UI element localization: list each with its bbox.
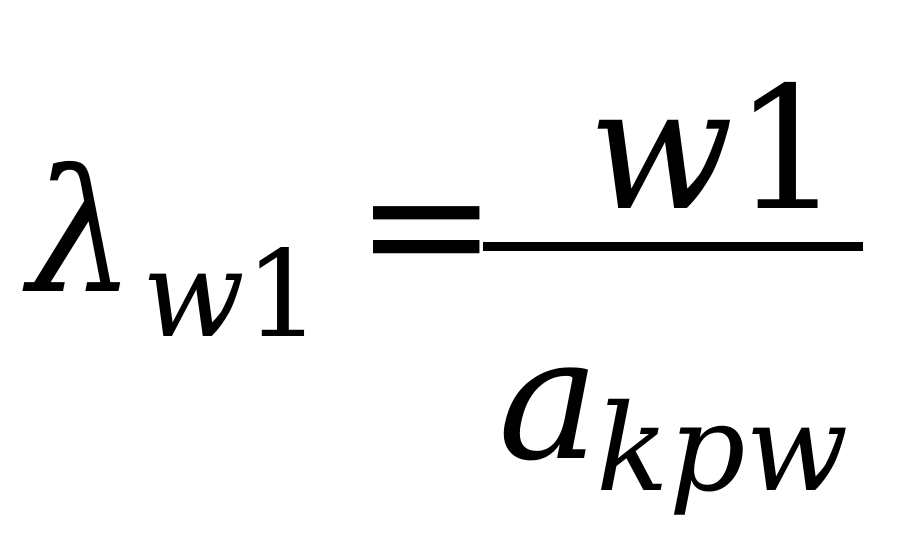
lhs-subscript-letter: w [142,226,245,365]
lambda-symbol: λ [28,134,136,332]
lhs-subscript-digit: 1 [244,226,322,365]
equals-sign: = [355,126,498,324]
lhs-subscript: w1 [142,236,321,356]
numerator-digit: 1 [733,51,842,249]
denominator-subscript: kpw [596,380,849,519]
denominator-letter: a [498,301,600,499]
numerator-letter: w [588,51,734,249]
fraction-numerator: w1 [588,65,842,235]
fraction-bar [483,242,863,251]
